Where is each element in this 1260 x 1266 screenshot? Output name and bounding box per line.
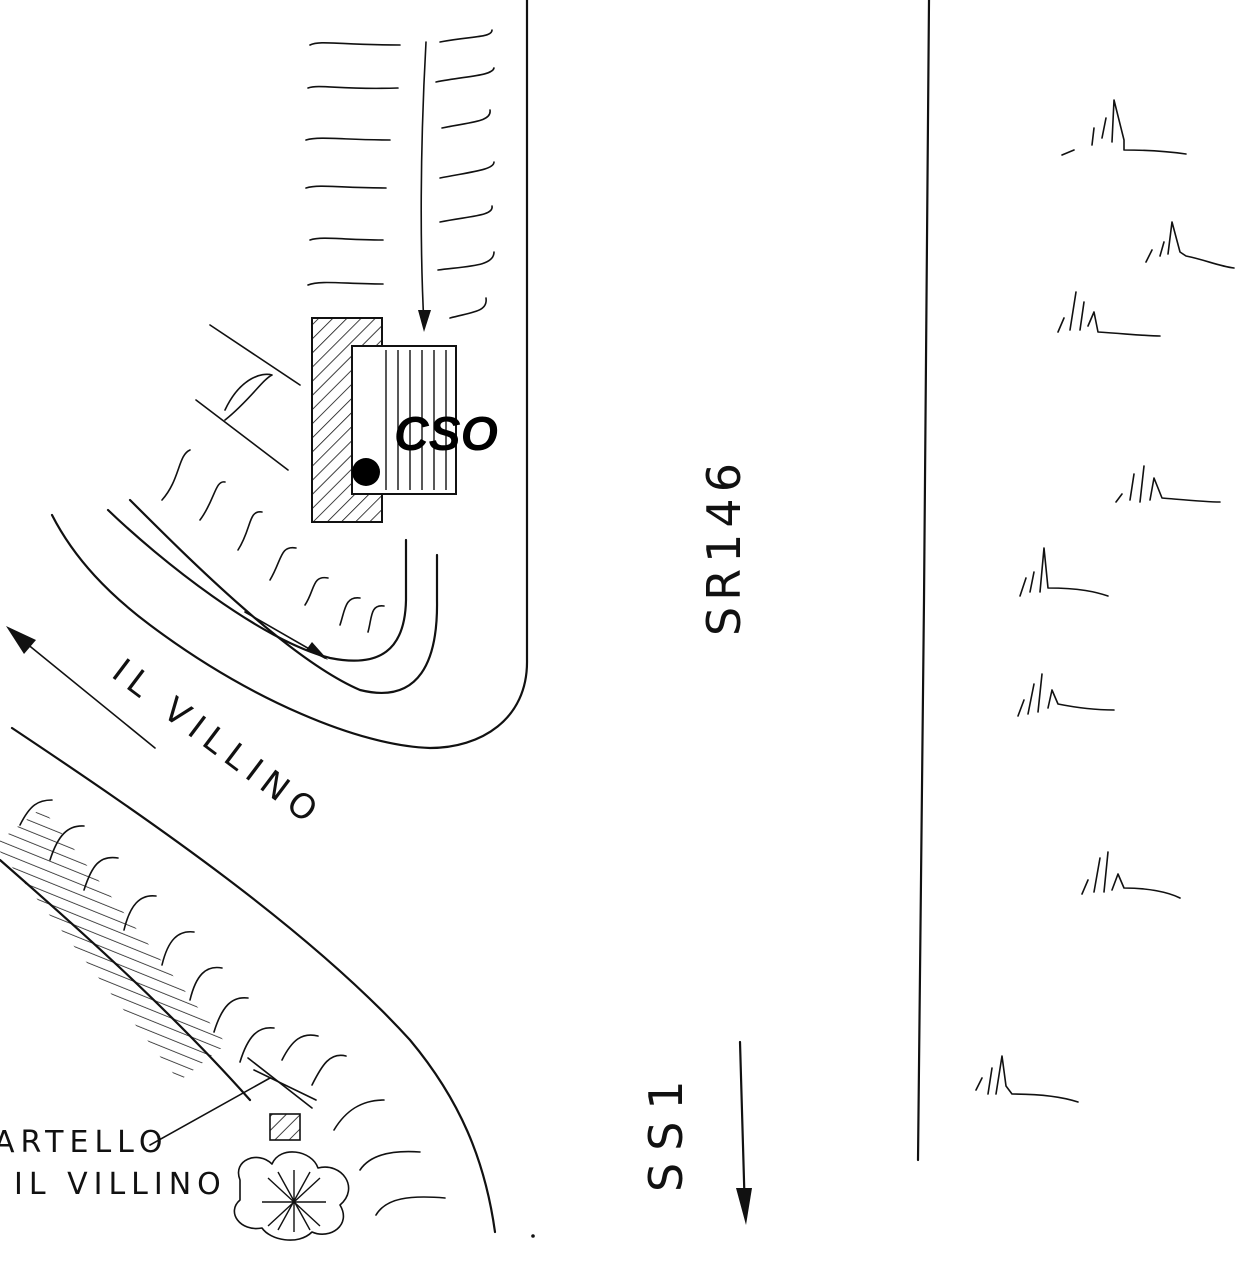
arrow-icon bbox=[244, 611, 328, 660]
parking-stalls-curve bbox=[161, 449, 385, 633]
grass-tuft-icon bbox=[1017, 673, 1115, 717]
ink-dot bbox=[531, 1234, 535, 1238]
road-left-edge bbox=[50, 0, 529, 750]
parking-stalls-lower bbox=[19, 799, 446, 1216]
road-label-il-villino: IL VILLINO bbox=[105, 651, 331, 835]
inner-curve-2 bbox=[128, 498, 439, 694]
sign-label-line1: ARTELLO bbox=[0, 1125, 168, 1160]
grass-tuft-icon bbox=[975, 1055, 1079, 1103]
gate-structure bbox=[195, 324, 301, 471]
grass-tuft-icon bbox=[1081, 851, 1181, 899]
parking-stalls-top bbox=[305, 29, 495, 319]
road-label-sr146: SR146 bbox=[697, 457, 751, 636]
building-structure bbox=[311, 317, 457, 523]
cso-point bbox=[352, 458, 380, 486]
sign-label-line2: IL VILLINO bbox=[14, 1167, 227, 1202]
cso-label: CSO bbox=[394, 408, 498, 461]
grass-tuft-icon bbox=[1145, 221, 1235, 269]
road-il-villino bbox=[0, 498, 497, 1234]
grass-tuft-icon bbox=[1115, 465, 1221, 503]
grass-tuft-icon bbox=[1019, 547, 1109, 597]
grass-tuft-icon bbox=[1061, 99, 1187, 156]
lower-road-edge bbox=[10, 726, 497, 1234]
arrow-icon bbox=[6, 626, 156, 749]
bush-icon bbox=[233, 1151, 350, 1241]
grass-tuft-icon bbox=[1057, 291, 1161, 337]
hatched-wall bbox=[0, 807, 227, 1082]
arrow-icon bbox=[418, 41, 431, 332]
road-label-ss1: SS1 bbox=[639, 1068, 693, 1192]
road-sr146 bbox=[50, 0, 931, 1162]
inner-curve-1 bbox=[106, 508, 408, 662]
sign-structure bbox=[149, 1057, 317, 1146]
arrow-icon bbox=[736, 1040, 752, 1225]
road-right-edge bbox=[916, 0, 931, 1162]
